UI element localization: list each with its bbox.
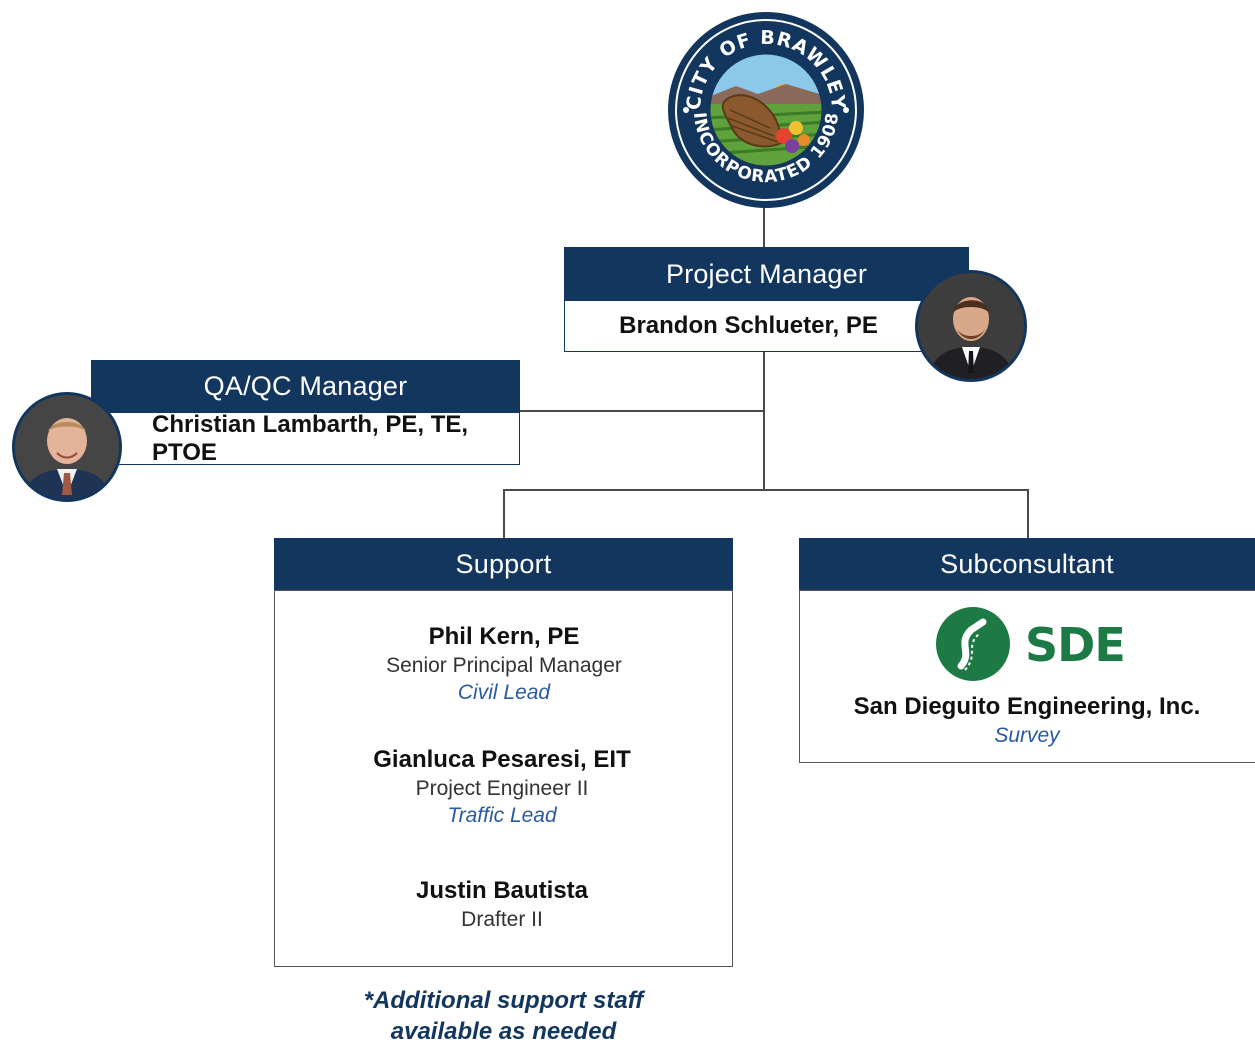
footnote: *Additional support staff available as n… <box>274 985 733 1047</box>
subconsultant-company: San Dieguito Engineering, Inc. <box>853 693 1201 720</box>
connector-qaqc-branch <box>519 410 765 412</box>
support-member: Justin Bautista Drafter II <box>273 876 731 934</box>
support-header: Support <box>274 538 733 591</box>
qaqc-manager-name: Christian Lambarth, PE, TE, PTOE <box>91 411 520 466</box>
project-manager-header: Project Manager <box>564 247 969 301</box>
footnote-line-2: available as needed <box>390 1018 617 1045</box>
support-panel <box>274 590 733 967</box>
connector-seal-to-pm <box>763 205 765 247</box>
support-member: Phil Kern, PE Senior Principal Manager C… <box>275 622 733 706</box>
subconsultant-panel <box>799 590 1255 763</box>
project-manager-avatar <box>915 270 1027 382</box>
member-title: Senior Principal Manager <box>386 654 622 677</box>
member-role: Traffic Lead <box>447 804 557 827</box>
sde-logo-text: SDE <box>1025 618 1126 672</box>
connector-to-subconsultant <box>1027 489 1029 539</box>
project-manager-name: Brandon Schlueter, PE <box>564 300 969 352</box>
member-name: Gianluca Pesaresi, EIT <box>373 746 631 773</box>
city-seal-logo: CITY OF BRAWLEY INCORPORATED 1908 <box>668 12 864 208</box>
connector-horizontal-split <box>503 489 1029 491</box>
member-name: Justin Bautista <box>415 877 589 904</box>
subconsultant-header: Subconsultant <box>799 538 1255 591</box>
qaqc-manager-header: QA/QC Manager <box>91 360 520 413</box>
member-name: Phil Kern, PE <box>428 623 580 650</box>
subconsultant-service: Survey <box>994 724 1060 747</box>
connector-pm-trunk <box>763 351 765 490</box>
qaqc-manager-avatar <box>12 392 122 502</box>
sde-logo-mark <box>936 607 1010 681</box>
connector-to-support <box>503 489 505 539</box>
footnote-line-1: *Additional support staff <box>363 987 644 1014</box>
member-title: Drafter II <box>461 908 543 931</box>
support-member: Gianluca Pesaresi, EIT Project Engineer … <box>273 745 731 829</box>
member-title: Project Engineer II <box>415 777 589 800</box>
member-role: Civil Lead <box>457 681 551 704</box>
